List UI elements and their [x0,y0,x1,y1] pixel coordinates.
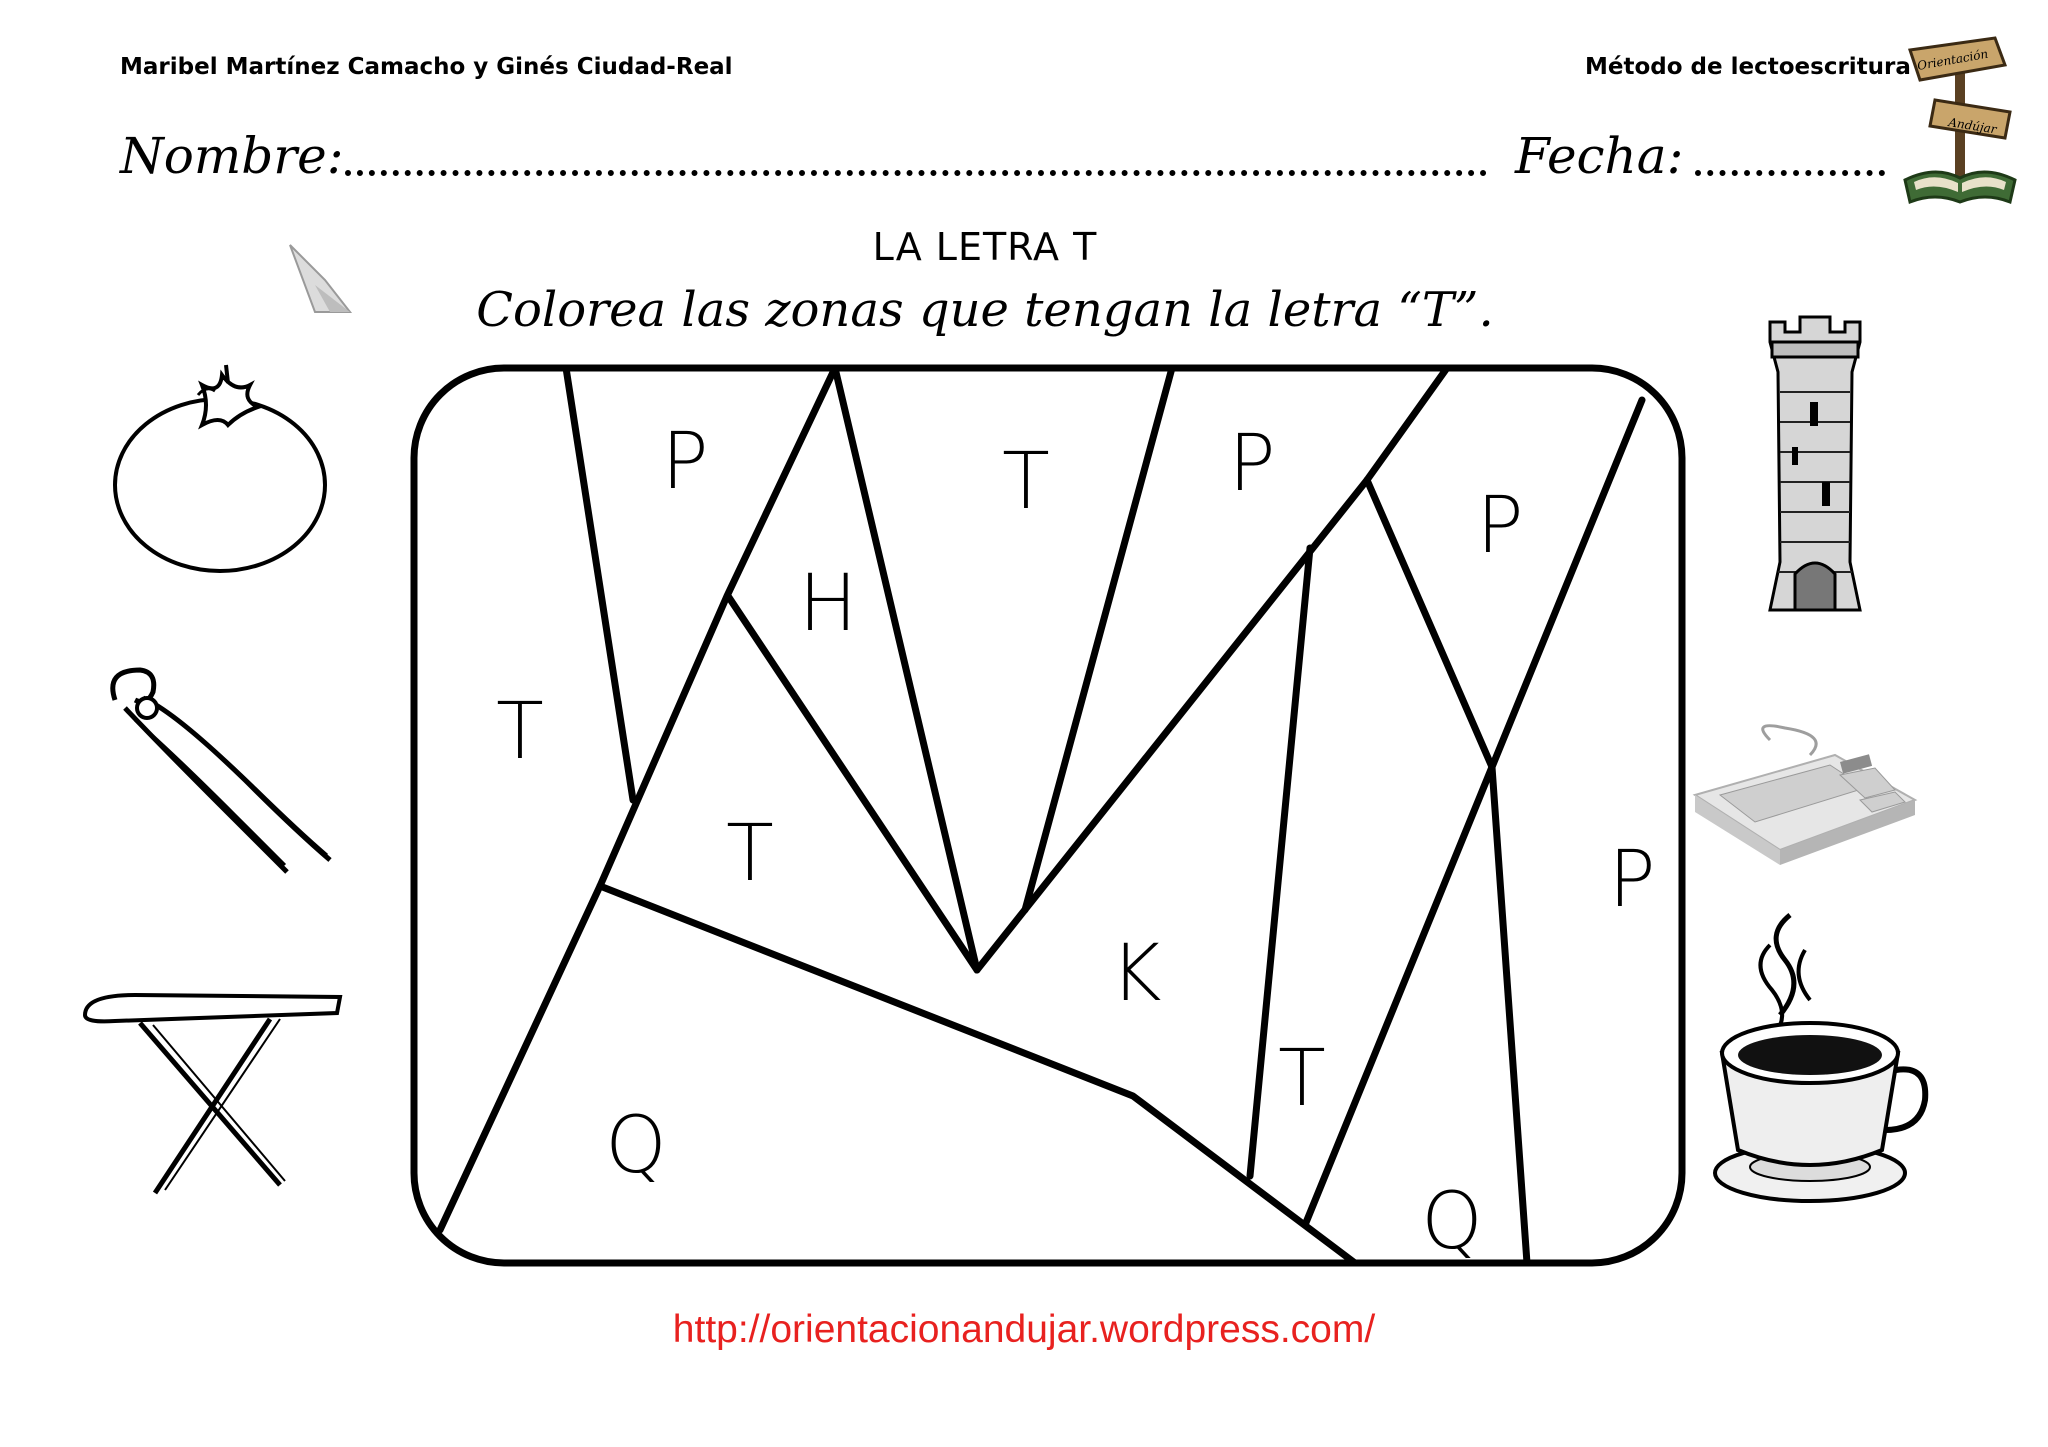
exercise-title: LA LETRA T [872,225,1098,269]
authors-text: Maribel Martínez Camacho y Ginés Ciudad-… [120,54,733,80]
tomato-icon [113,364,327,573]
zone-letter: P [1228,419,1275,509]
puzzle-frame [410,364,1686,1267]
zone-letter: T [496,687,544,777]
name-field[interactable] [345,170,1487,176]
zone-letter: Q [605,1101,666,1191]
zone-letter: P [661,417,708,507]
coffee-cup-icon [1713,913,1929,1203]
method-text: Método de lectoescritura [1585,54,1911,80]
date-label: Fecha: [1515,127,1684,185]
zone-letter: Q [1421,1177,1482,1267]
zone-letter: P [1608,835,1655,925]
zone-letter: T [1002,437,1050,527]
keyboard-icon [1692,724,1918,865]
zone-letter: H [799,559,858,649]
ironing-board-icon [82,992,343,1195]
zone-letter: P [1476,481,1523,571]
footer-url-link[interactable]: http://orientacionandujar.wordpress.com/ [672,1308,1376,1351]
logo-icon: Orientación Andújar [1903,36,2017,205]
pliers-icon [110,667,332,874]
puzzle-lines [436,368,1646,1263]
zone-letter: T [726,809,774,899]
name-label: Nombre: [120,127,344,185]
zone-letter: T [1278,1034,1326,1124]
zone-letter: K [1110,929,1161,1019]
date-field[interactable] [1695,170,1885,176]
tower-icon [1768,315,1862,612]
exercise-instruction: Colorea las zonas que tengan la letra “T… [476,282,1494,338]
pencil-icon [289,244,353,313]
